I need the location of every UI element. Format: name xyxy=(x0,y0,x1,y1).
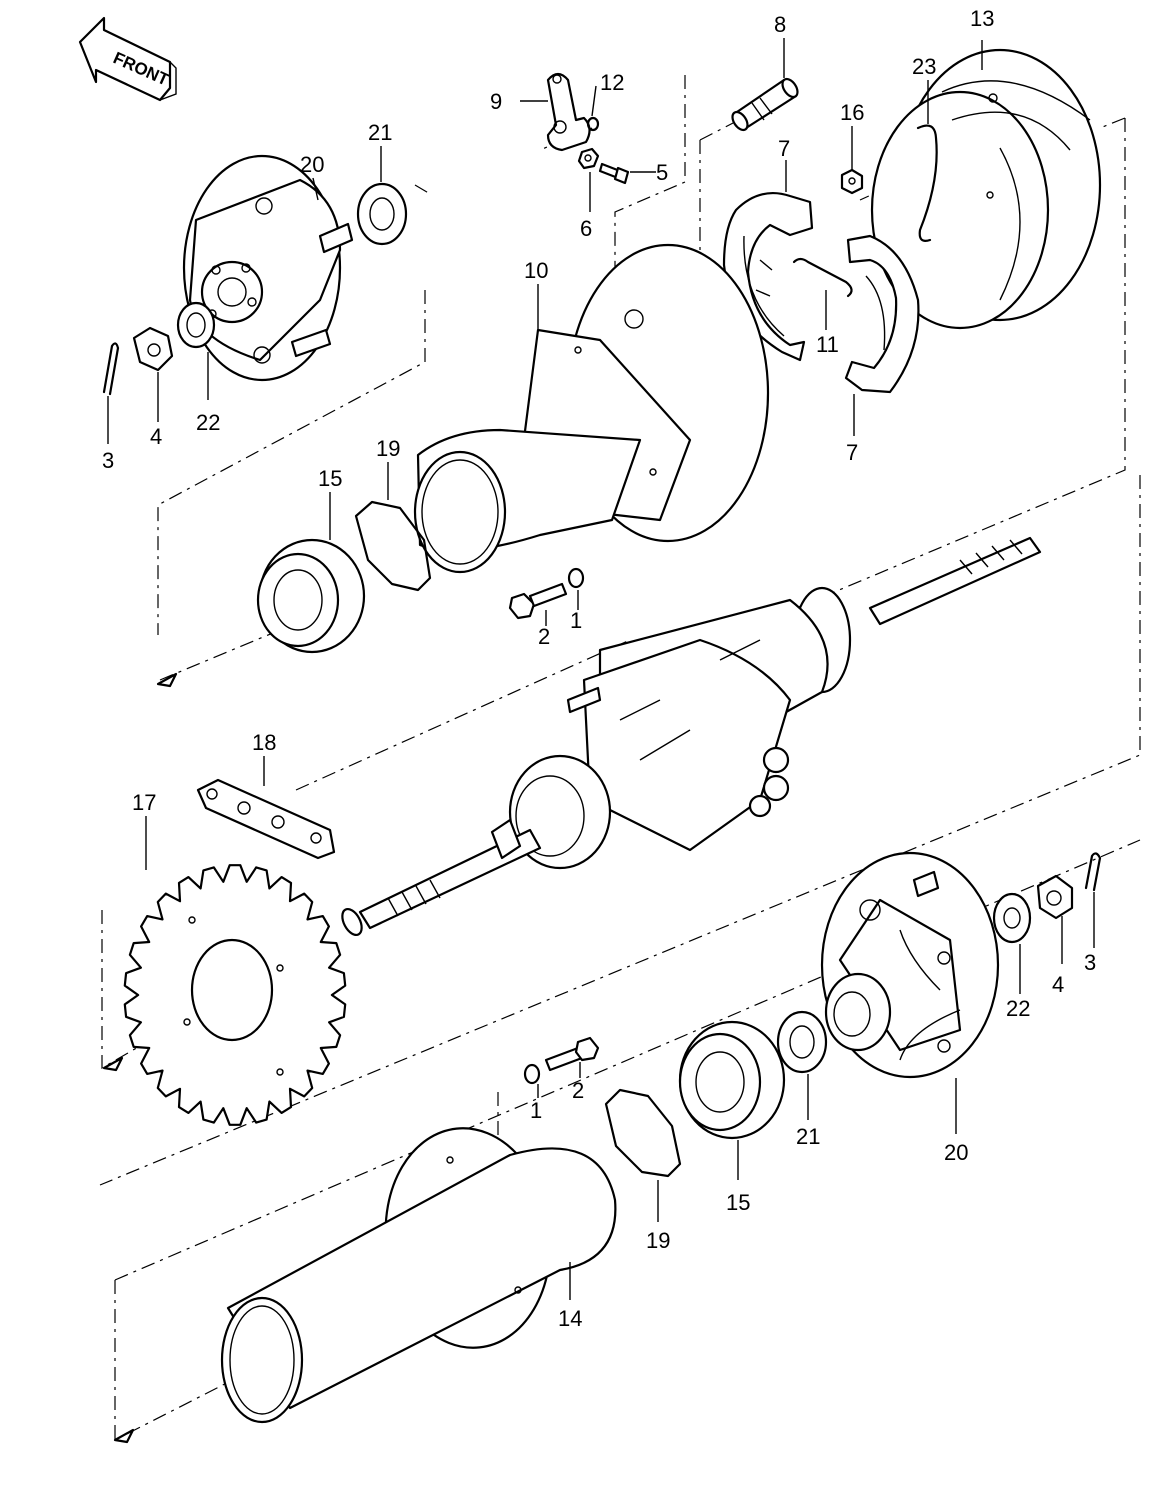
cotter-pin-upper xyxy=(102,342,120,396)
callout-leaders xyxy=(107,38,1095,1300)
drum-clip xyxy=(916,124,938,242)
bolt-lower xyxy=(544,1036,600,1072)
callout-9: 9 xyxy=(490,89,502,114)
callout-19-upper: 19 xyxy=(376,436,400,461)
castle-nut-lower xyxy=(1036,874,1074,920)
callout-16: 16 xyxy=(840,100,864,125)
callout-12: 12 xyxy=(600,70,624,95)
callout-13: 13 xyxy=(970,6,994,31)
sprocket-hub-upper xyxy=(182,154,354,382)
callout-18: 18 xyxy=(252,730,276,755)
callout-7-lower: 7 xyxy=(846,440,858,465)
seal-lower xyxy=(776,1010,828,1074)
front-arrow-icon: FRONT xyxy=(78,16,177,102)
brake-shoe-spring xyxy=(792,257,853,298)
callout-3-upper: 3 xyxy=(102,448,114,473)
callout-19-lower: 19 xyxy=(646,1228,670,1253)
callout-3-lower: 3 xyxy=(1084,950,1096,975)
washer-small-upper xyxy=(567,567,585,589)
callout-5: 5 xyxy=(656,160,668,185)
callout-1-lower: 1 xyxy=(530,1098,542,1123)
callout-11: 11 xyxy=(816,332,839,357)
centerline-arrows xyxy=(102,672,178,1444)
washer-upper xyxy=(176,301,216,349)
callout-17: 17 xyxy=(132,790,156,815)
washer-lower xyxy=(992,892,1032,944)
o-ring xyxy=(586,116,600,132)
callout-15-lower: 15 xyxy=(726,1190,750,1215)
hub-o-ring-upper xyxy=(354,500,432,592)
seal-upper xyxy=(356,182,408,246)
callout-21-upper: 21 xyxy=(368,120,392,145)
brake-cam-lever xyxy=(546,72,591,152)
bearing-upper xyxy=(256,538,366,654)
brake-panel-housing xyxy=(413,243,770,574)
lever-nut xyxy=(577,147,600,170)
callout-4-lower: 4 xyxy=(1052,972,1064,997)
callout-2-lower: 2 xyxy=(572,1078,584,1103)
rear-sprocket xyxy=(123,864,347,1126)
axle-assembly xyxy=(341,536,1042,937)
castle-nut-upper xyxy=(132,326,174,372)
washer-small-lower xyxy=(523,1063,541,1085)
callout-6: 6 xyxy=(580,216,592,241)
bolt-upper xyxy=(508,582,568,620)
callout-1-upper: 1 xyxy=(570,608,582,633)
chain-link xyxy=(196,778,336,860)
callout-22-lower: 22 xyxy=(1006,996,1030,1021)
callout-14: 14 xyxy=(558,1306,582,1331)
callout-23: 23 xyxy=(912,54,936,79)
callout-15-upper: 15 xyxy=(318,466,342,491)
bearing-housing xyxy=(220,1127,617,1424)
callout-20-upper: 20 xyxy=(300,152,324,177)
callout-22-upper: 22 xyxy=(196,410,220,435)
callout-4-upper: 4 xyxy=(150,424,162,449)
callout-2-upper: 2 xyxy=(538,624,550,649)
drum-nut xyxy=(840,168,864,195)
cotter-pin-lower xyxy=(1084,852,1102,892)
callout-10: 10 xyxy=(524,258,548,283)
hub-o-ring-lower xyxy=(604,1088,682,1178)
bearing-lower xyxy=(678,1020,786,1140)
callout-7-upper: 7 xyxy=(778,136,790,161)
callout-labels: 8 13 9 12 23 16 21 20 5 6 7 10 11 4 22 3… xyxy=(102,6,1096,1331)
lever-bolt xyxy=(598,162,630,185)
callout-8: 8 xyxy=(774,12,786,37)
brake-drum xyxy=(870,48,1102,330)
sprocket-hub-lower xyxy=(820,851,1000,1079)
callout-21-lower: 21 xyxy=(796,1124,820,1149)
brake-shoe-lower xyxy=(844,234,920,394)
callout-20-lower: 20 xyxy=(944,1140,968,1165)
brake-camshaft xyxy=(731,77,799,132)
